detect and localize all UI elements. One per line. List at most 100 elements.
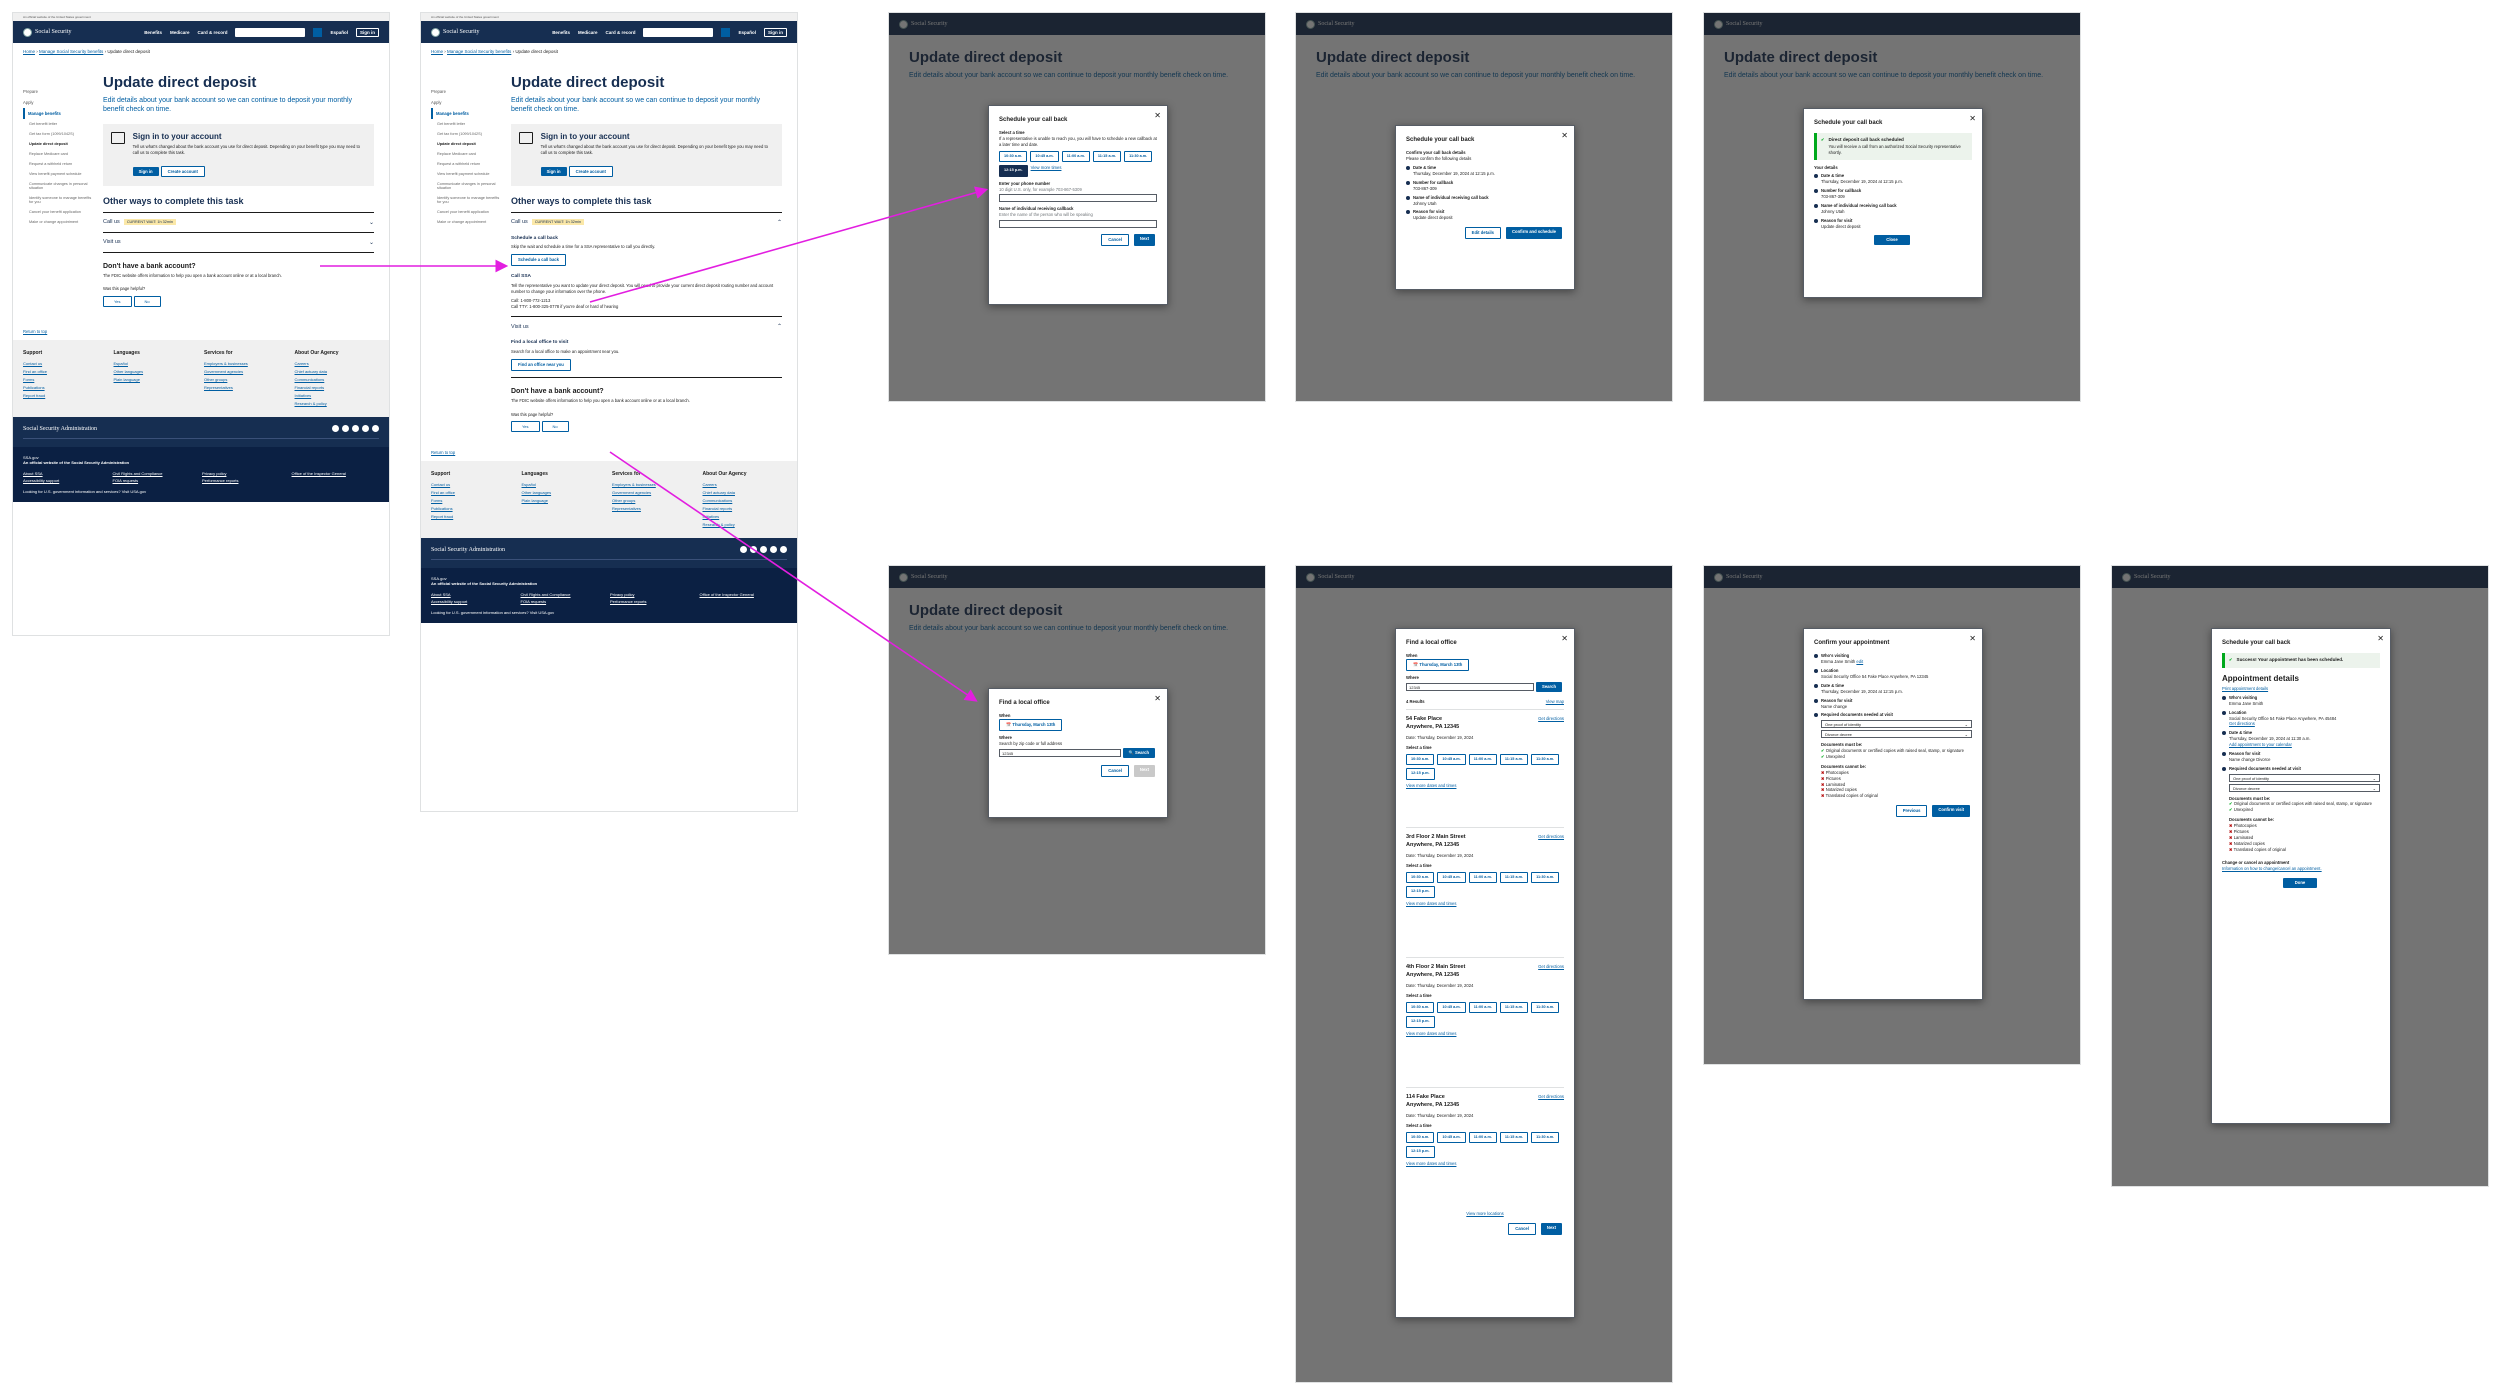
footer-link[interactable]: Other languages [113, 368, 144, 374]
time-slot[interactable]: 11:30 a.m. [1531, 872, 1560, 884]
instagram-icon[interactable] [770, 546, 777, 554]
footer-link[interactable]: Communications [702, 497, 733, 503]
time-slot-selected[interactable]: 12:15 p.m. [999, 165, 1028, 177]
ident-link[interactable]: About SSA [431, 592, 451, 598]
sidebar-item-manage[interactable]: Manage benefits [431, 108, 501, 119]
search-input[interactable] [235, 27, 306, 37]
schedule-callback-button[interactable]: Schedule a call back [511, 254, 566, 266]
no-button[interactable]: No [541, 421, 569, 433]
signin-card-button[interactable]: Sign in [132, 166, 159, 176]
previous-button[interactable]: Previous [1895, 805, 1928, 818]
more-times-link[interactable]: View more dates and times [1406, 1030, 1457, 1036]
ssa-logo[interactable]: Social Security [23, 27, 72, 37]
cancel-button[interactable]: Cancel [1101, 234, 1129, 247]
time-slot[interactable]: 11:00 a.m. [1468, 754, 1497, 766]
footer-link[interactable]: Employers & businesses [612, 481, 656, 487]
close-button[interactable]: Close [1874, 235, 1910, 246]
time-slot[interactable]: 10:30 a.m. [1406, 1002, 1435, 1014]
signin-card-button[interactable]: Sign in [540, 166, 567, 176]
close-icon[interactable]: ✕ [1561, 131, 1568, 140]
footer-link[interactable]: Plain language [521, 497, 548, 503]
footer-link[interactable]: Careers [294, 360, 309, 366]
zip-input[interactable]: 12345 [1406, 683, 1535, 692]
document-select[interactable]: Divorce decree⌄ [1821, 730, 1972, 739]
espanol-link[interactable]: Español [330, 29, 348, 35]
cancel-button[interactable]: Cancel [1101, 764, 1129, 777]
next-button[interactable]: Next [1133, 234, 1155, 247]
time-slot[interactable]: 11:00 a.m. [1468, 1002, 1497, 1014]
footer-link[interactable]: Representatives [204, 384, 233, 390]
sidebar-sub[interactable]: Make or change appointment [29, 220, 79, 224]
footer-link[interactable]: Careers [702, 481, 717, 487]
footer-link[interactable]: Forms [431, 497, 443, 503]
directions-link[interactable]: Get directions [1538, 1093, 1564, 1099]
footer-link[interactable]: Initiatives [294, 392, 312, 398]
cancel-button[interactable]: Cancel [1508, 1222, 1536, 1235]
date-picker-button[interactable]: 📅 Thursday, March 13th [1406, 659, 1470, 672]
x-icon[interactable] [750, 546, 757, 554]
directions-link[interactable]: Get directions [1538, 715, 1564, 721]
time-slot[interactable]: 10:30 a.m. [1406, 754, 1435, 766]
time-slot[interactable]: 11:30 a.m. [1124, 151, 1153, 163]
footer-link[interactable]: Chief actuary data [294, 368, 327, 374]
youtube-icon[interactable] [352, 425, 359, 433]
sidebar-sub[interactable]: View benefit payment schedule [29, 172, 82, 176]
footer-link[interactable]: Financial reports [702, 505, 733, 511]
edit-details-button[interactable]: Edit details [1464, 227, 1502, 240]
phone-link[interactable]: Call: 1-800-772-1213 [511, 298, 551, 304]
time-slot[interactable]: 12:15 p.m. [1406, 1016, 1435, 1028]
time-slot[interactable]: 12:15 p.m. [1406, 768, 1435, 780]
time-slot[interactable]: 11:15 a.m. [1499, 872, 1529, 884]
return-to-top-link[interactable]: Return to top [23, 329, 48, 335]
footer-link[interactable]: Report fraud [23, 392, 46, 398]
crumb-manage[interactable]: Manage Social Security benefits [447, 49, 512, 54]
sidebar-sub[interactable]: Request a withheld return [29, 162, 73, 166]
nav-card-record[interactable]: Card & record [197, 29, 228, 35]
nav-benefits[interactable]: Benefits [144, 29, 162, 35]
create-account-button[interactable]: Create account [160, 165, 205, 177]
x-icon[interactable] [342, 425, 349, 433]
sidebar-sub[interactable]: Cancel your benefit application [29, 210, 81, 214]
footer-link[interactable]: Find an office [23, 368, 47, 374]
search-input[interactable] [643, 27, 714, 37]
time-slot[interactable]: 11:15 a.m. [1499, 1002, 1529, 1014]
done-button[interactable]: Done [2282, 878, 2318, 888]
time-slot[interactable]: 11:15 a.m. [1499, 1132, 1529, 1144]
facebook-icon[interactable] [332, 425, 339, 433]
zip-input[interactable]: 12345 [999, 748, 1121, 757]
date-picker-button[interactable]: 📅 Thursday, March 13th [999, 719, 1063, 732]
close-icon[interactable]: ✕ [1561, 634, 1568, 643]
ident-link[interactable]: About SSA [23, 471, 43, 477]
create-account-button[interactable]: Create account [568, 165, 613, 177]
sign-in-button[interactable]: Sign in [356, 27, 379, 37]
linkedin-icon[interactable] [780, 546, 787, 554]
youtube-icon[interactable] [760, 546, 767, 554]
footer-link[interactable]: Contact us [23, 360, 43, 366]
ident-link[interactable]: Office of the Inspector General [291, 471, 346, 477]
sidebar-sub[interactable]: View benefit payment schedule [437, 172, 490, 176]
sidebar-sub[interactable]: Identify someone to manage benefits for … [437, 196, 500, 204]
close-icon[interactable]: ✕ [1969, 114, 1976, 123]
more-times-link[interactable]: View more times [1030, 165, 1062, 171]
time-slot[interactable]: 12:15 p.m. [1406, 1146, 1435, 1158]
sidebar-item-manage[interactable]: Manage benefits [23, 108, 93, 119]
tty-link[interactable]: Call TTY: 1-800-325-0778 if you're deaf … [511, 304, 619, 310]
document-select[interactable]: One proof of identity⌄ [1821, 720, 1972, 729]
footer-link[interactable]: Plain language [113, 376, 140, 382]
ident-link[interactable]: FOIA requests [112, 478, 139, 484]
time-slot[interactable]: 11:30 a.m. [1531, 754, 1560, 766]
sidebar-item-apply[interactable]: Apply [431, 100, 442, 105]
time-slot[interactable]: 11:00 a.m. [1468, 1132, 1497, 1144]
time-slot[interactable]: 11:00 a.m. [1468, 872, 1497, 884]
time-slot[interactable]: 11:30 a.m. [1531, 1002, 1560, 1014]
sidebar-sub[interactable]: Cancel your benefit application [437, 210, 489, 214]
confirm-schedule-button[interactable]: Confirm and schedule [1506, 227, 1562, 240]
footer-link[interactable]: Other groups [204, 376, 228, 382]
ident-link[interactable]: Privacy policy [202, 471, 227, 477]
sidebar-item-prepare[interactable]: Prepare [23, 89, 38, 94]
phone-input[interactable] [999, 194, 1157, 203]
sidebar-sub[interactable]: Replace Medicare card [29, 152, 69, 156]
yes-button[interactable]: Yes [511, 421, 540, 433]
